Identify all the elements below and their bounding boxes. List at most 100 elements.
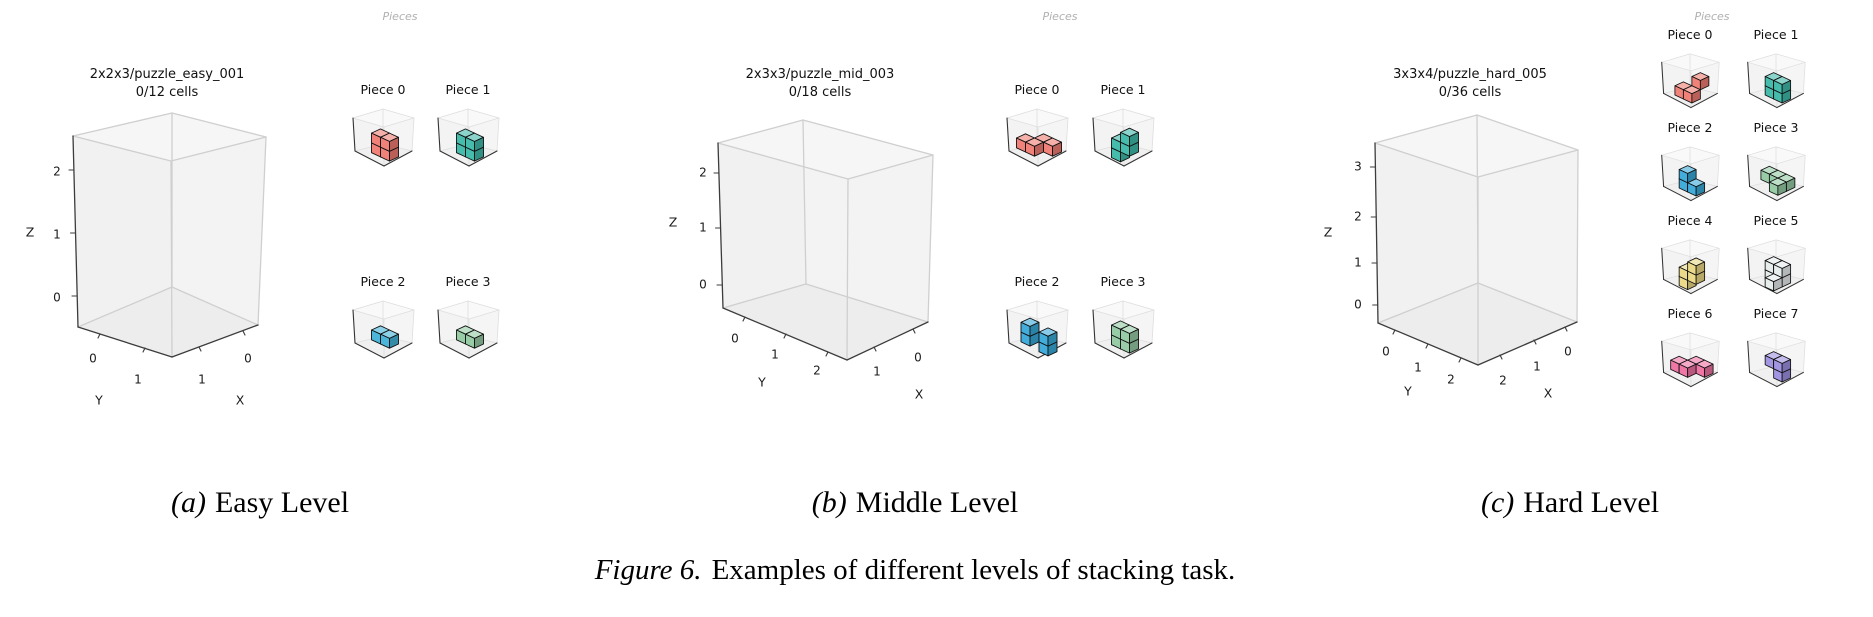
piece-tile: Piece 6 <box>1657 306 1723 397</box>
pieces-section-title: Pieces <box>382 10 418 23</box>
piece-plot <box>1661 239 1720 295</box>
tick-label: 2 <box>699 166 707 180</box>
axis-label: Y <box>94 393 103 408</box>
tick-label: 2 <box>1447 373 1455 387</box>
piece-label: Piece 4 <box>1667 213 1713 228</box>
caption-text: Middle Level <box>855 486 1019 519</box>
tick-label: 1 <box>134 373 142 387</box>
piece-plot <box>1747 146 1806 202</box>
piece-label: Piece 7 <box>1753 306 1799 321</box>
figure-caption: Figure 6. Examples of different levels of… <box>415 554 1415 587</box>
tick-label: 1 <box>699 221 707 235</box>
piece-label: Piece 5 <box>1753 213 1799 228</box>
tick-label: 3 <box>1354 160 1362 174</box>
piece-label: Piece 2 <box>360 274 406 289</box>
tick-label: 1 <box>873 365 881 379</box>
figure-caption-text: Examples of different levels of stacking… <box>711 554 1236 586</box>
plot-subtitle: 0/36 cells <box>1438 84 1502 100</box>
caption-text: Hard Level <box>1523 486 1660 519</box>
piece-tile: Piece 5 <box>1743 213 1809 304</box>
piece-tile: Piece 2 <box>1657 120 1723 211</box>
plot-title: 2x2x3/puzzle_easy_001 <box>89 67 245 82</box>
piece-tile: Piece 3 <box>433 274 503 369</box>
tick-label: 0 <box>53 291 61 305</box>
plot-title-block: 2x2x3/puzzle_easy_001 0/12 cells <box>7 66 327 101</box>
tick-label: 0 <box>244 352 252 366</box>
piece-plot <box>352 108 415 167</box>
piece-plot <box>437 300 500 359</box>
tick-label: 0 <box>1564 345 1572 359</box>
piece-plot <box>1661 53 1720 109</box>
piece-plot <box>1747 53 1806 109</box>
tick-label: 2 <box>813 364 821 378</box>
piece-label: Piece 6 <box>1667 306 1713 321</box>
piece-plot <box>1092 300 1155 359</box>
piece-plot <box>1092 108 1155 167</box>
piece-plot <box>1006 300 1069 359</box>
axis-label: Z <box>669 215 678 230</box>
piece-label: Piece 0 <box>1014 82 1060 97</box>
piece-tile: Piece 1 <box>1088 82 1158 177</box>
piece-plot <box>1661 332 1720 388</box>
axis-label: Y <box>1403 384 1412 399</box>
panel-caption-c: (c)Hard Level <box>1410 486 1730 520</box>
caption-label: (a) <box>170 486 206 519</box>
piece-label: Piece 0 <box>360 82 406 97</box>
panel-caption-a: (a)Easy Level <box>100 486 420 520</box>
tick-label: 0 <box>731 332 739 346</box>
piece-plot <box>1747 239 1806 295</box>
tick-label: 2 <box>1354 210 1362 224</box>
piece-label: Piece 3 <box>1100 274 1146 289</box>
piece-plot <box>1747 332 1806 388</box>
axis-label: X <box>236 393 245 408</box>
plot-title-block: 3x3x4/puzzle_hard_005 0/36 cells <box>1310 66 1630 101</box>
piece-label: Piece 1 <box>1753 27 1799 42</box>
tick-label: 0 <box>699 278 707 292</box>
plot-title: 2x3x3/puzzle_mid_003 <box>745 67 895 82</box>
axis-label: X <box>915 387 924 402</box>
piece-tile: Piece 4 <box>1657 213 1723 304</box>
axis-label: X <box>1544 386 1553 401</box>
plot-subtitle: 0/18 cells <box>788 84 852 100</box>
caption-label: (b) <box>811 486 847 519</box>
tick-label: 0 <box>89 352 97 366</box>
tick-label: 0 <box>914 351 922 365</box>
piece-label: Piece 2 <box>1014 274 1060 289</box>
axis-label: Z <box>1324 225 1333 240</box>
plot-title-block: 2x3x3/puzzle_mid_003 0/18 cells <box>660 66 980 101</box>
tick-label: 1 <box>771 348 779 362</box>
piece-tile: Piece 2 <box>1002 274 1072 369</box>
piece-plot <box>352 300 415 359</box>
tick-label: 0 <box>1354 298 1362 312</box>
piece-plot <box>437 108 500 167</box>
axis-label: Y <box>757 375 766 390</box>
caption-text: Easy Level <box>214 486 350 519</box>
piece-tile: Piece 0 <box>1002 82 1072 177</box>
tick-label: 1 <box>1354 256 1362 270</box>
piece-tile: Piece 0 <box>1657 27 1723 118</box>
pieces-section-title: Pieces <box>1694 10 1730 23</box>
piece-label: Piece 3 <box>445 274 491 289</box>
axis-label: Z <box>26 225 35 240</box>
tick-label: 2 <box>1499 374 1507 388</box>
piece-tile: Piece 1 <box>433 82 503 177</box>
pieces-section-title: Pieces <box>1042 10 1078 23</box>
piece-label: Piece 1 <box>1100 82 1146 97</box>
piece-tile: Piece 2 <box>348 274 418 369</box>
tick-label: 2 <box>53 165 61 179</box>
piece-plot <box>1006 108 1069 167</box>
panel-caption-b: (b)Middle Level <box>755 486 1075 520</box>
plot-subtitle: 0/12 cells <box>135 84 199 100</box>
piece-tile: Piece 7 <box>1743 306 1809 397</box>
piece-tile: Piece 1 <box>1743 27 1809 118</box>
figure-caption-label: Figure 6. <box>594 554 702 586</box>
piece-label: Piece 1 <box>445 82 491 97</box>
tick-label: 1 <box>1414 361 1422 375</box>
tick-label: 1 <box>1533 360 1541 374</box>
piece-label: Piece 0 <box>1667 27 1713 42</box>
